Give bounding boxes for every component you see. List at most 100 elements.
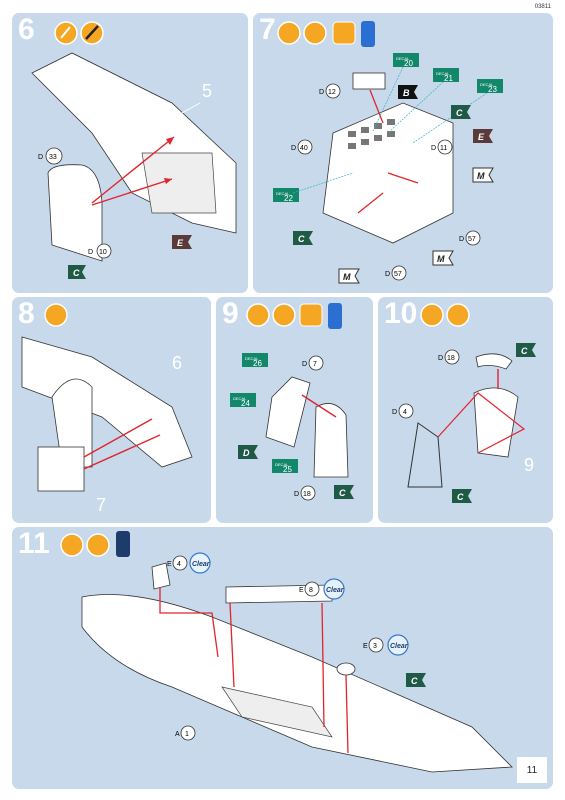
step-8-number: 8 xyxy=(18,297,35,330)
glue-icon xyxy=(246,303,270,327)
svg-text:Clear: Clear xyxy=(390,643,409,650)
glue-icon-nib xyxy=(60,26,71,39)
callout-line xyxy=(181,102,201,114)
svg-text:E: E xyxy=(167,561,172,568)
assembly-arrow xyxy=(91,136,175,204)
svg-text:M: M xyxy=(437,254,445,264)
svg-text:3: 3 xyxy=(373,643,377,650)
flag-letter: E xyxy=(177,238,184,248)
step-9-number: 9 xyxy=(222,297,239,330)
svg-text:C: C xyxy=(457,492,464,502)
seat-part xyxy=(473,387,519,458)
svg-text:22: 22 xyxy=(284,194,293,203)
part-sprue: D xyxy=(88,249,93,256)
svg-text:12: 12 xyxy=(328,89,336,96)
flag-c xyxy=(406,673,426,687)
flags: B C E M C M M xyxy=(293,85,494,284)
part-circle xyxy=(45,147,63,165)
svg-text:Clear: Clear xyxy=(326,587,345,594)
decal-tags: DECAL 26 DECAL 24 DECAL 25 xyxy=(230,353,298,474)
callout-5: 5 xyxy=(202,81,212,101)
svg-text:E: E xyxy=(363,643,368,650)
svg-text:4: 4 xyxy=(403,409,407,416)
document-number: 03811 xyxy=(534,4,551,10)
svg-text:18: 18 xyxy=(303,491,311,498)
fuselage-shape xyxy=(81,594,513,773)
svg-text:C: C xyxy=(456,108,463,118)
flag-letter: C xyxy=(411,676,418,686)
step-6-number: 6 xyxy=(18,13,35,46)
svg-text:DECAL: DECAL xyxy=(275,462,289,467)
assembly-arrow xyxy=(345,674,349,754)
assembly-arrow xyxy=(91,178,173,206)
seat-back-part xyxy=(265,376,311,448)
panel-top-part xyxy=(352,72,386,90)
gauges xyxy=(348,119,395,149)
svg-text:DECAL: DECAL xyxy=(233,396,247,401)
step-10-number: 10 xyxy=(384,297,418,330)
assembly-arrow xyxy=(83,418,153,458)
window-part-4 xyxy=(151,562,171,590)
clear-badges: Clear Clear Clear xyxy=(189,552,409,656)
canopy-openings xyxy=(221,686,333,738)
flags: D C xyxy=(238,445,354,499)
svg-text:57: 57 xyxy=(394,271,402,278)
paint-pot-icon xyxy=(361,21,375,47)
flag-letter: C xyxy=(73,268,80,278)
svg-text:D: D xyxy=(243,448,250,458)
svg-text:D: D xyxy=(302,361,307,368)
callout-7: 7 xyxy=(96,495,106,515)
glue-icon xyxy=(44,303,68,327)
step-11-number: 11 xyxy=(18,527,50,560)
svg-text:57: 57 xyxy=(468,236,476,243)
svg-text:DECAL: DECAL xyxy=(480,82,494,87)
brush-icon xyxy=(446,303,470,327)
glue-icon xyxy=(420,303,444,327)
svg-text:C: C xyxy=(521,346,528,356)
svg-text:C: C xyxy=(339,488,346,498)
svg-text:D: D xyxy=(438,355,443,362)
part-number: 33 xyxy=(49,154,57,161)
bulkhead-part xyxy=(47,164,103,262)
seat-shell-part xyxy=(313,403,349,478)
decal-icon xyxy=(299,303,323,327)
decal-icon xyxy=(332,21,356,45)
step-6-panel: 6 5 D 33 D 10 C E xyxy=(12,13,248,293)
assembly-arrow xyxy=(357,192,384,214)
svg-text:D: D xyxy=(385,271,390,278)
part-number: 10 xyxy=(99,249,107,256)
page-number: 11 xyxy=(517,757,547,783)
glue-icon xyxy=(277,21,301,45)
part-sprue: D xyxy=(38,154,43,161)
svg-text:4: 4 xyxy=(177,561,181,568)
svg-text:18: 18 xyxy=(447,355,455,362)
step-8-panel: 8 6 7 xyxy=(12,297,211,523)
svg-text:D: D xyxy=(431,145,436,152)
assembly-arrow xyxy=(159,587,219,658)
svg-text:21: 21 xyxy=(444,74,453,83)
paint-pot-icon xyxy=(328,303,342,329)
svg-text:M: M xyxy=(477,171,485,181)
glue-icon xyxy=(60,533,84,557)
svg-text:1: 1 xyxy=(185,731,189,738)
paint-pot-icon xyxy=(116,531,130,557)
svg-text:C: C xyxy=(298,234,305,244)
callout-6: 6 xyxy=(172,353,182,373)
brush-icon-handle xyxy=(85,25,99,40)
brush-icon xyxy=(303,21,327,45)
assembly-arrow xyxy=(437,392,526,454)
svg-text:20: 20 xyxy=(404,59,413,68)
callout-9: 9 xyxy=(524,455,534,475)
assembly-arrow xyxy=(229,602,235,688)
part-18 xyxy=(475,353,513,370)
arrow-head xyxy=(164,178,172,184)
step-7-panel: 7 DECAL 20 DECAL 21 DECAL 23 DECAL 22 xyxy=(253,13,553,293)
flags: C C xyxy=(452,343,536,503)
